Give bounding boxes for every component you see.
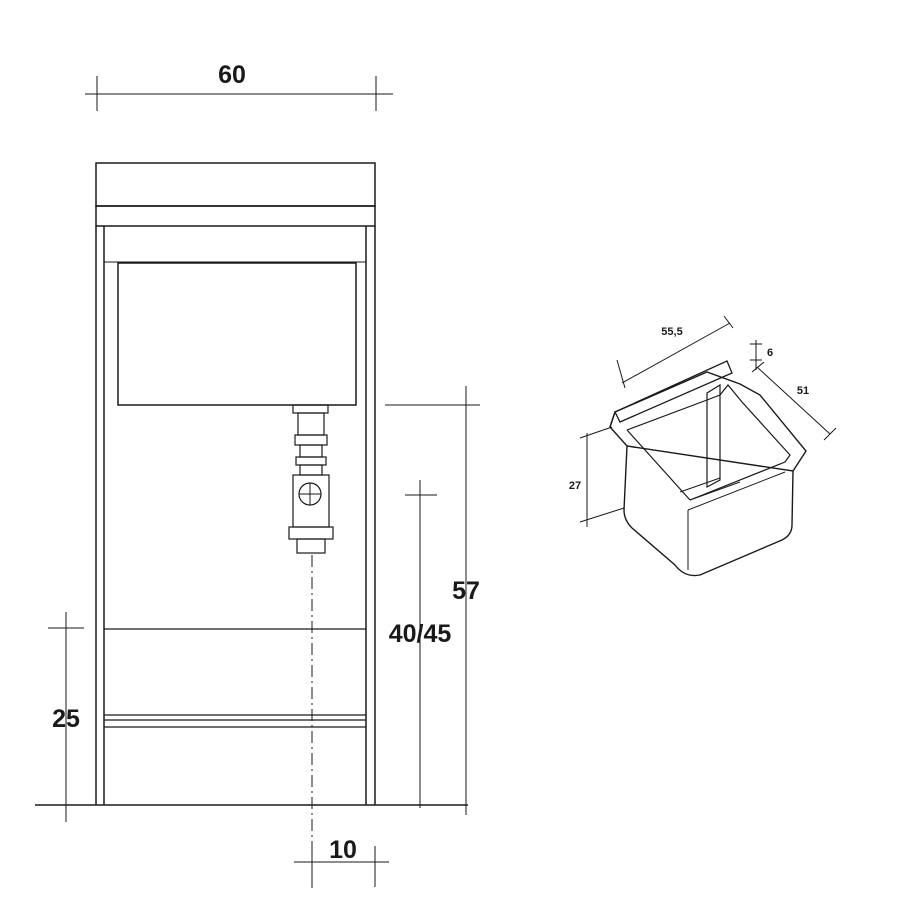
depth-label: 51 [797, 385, 809, 397]
siphon [288, 404, 334, 554]
total-height-dimension: 57 [385, 386, 480, 815]
basin-height-label: 27 [569, 480, 581, 492]
worktop-edge [95, 205, 376, 227]
width-dimension: 60 [85, 61, 393, 111]
splashback-dimension: 6 [750, 340, 773, 370]
drain-height-label: 40/45 [389, 620, 452, 648]
shelf-height-label: 25 [52, 705, 80, 733]
basin-divider [706, 383, 721, 489]
total-height-label: 57 [452, 577, 480, 605]
length-dimension: 55,5 [616, 315, 734, 389]
drain-offset-label: 10 [329, 836, 357, 864]
splashback [614, 360, 733, 423]
basin-height-dimension: 27 [569, 426, 625, 527]
drain-offset-dimension: 10 [294, 836, 389, 887]
depth-dimension: 51 [751, 361, 837, 441]
splashback-label: 6 [767, 347, 773, 359]
drain-height-dimension: 40/45 [389, 480, 452, 808]
right-leg [365, 226, 376, 805]
front-view: 60 [35, 61, 480, 888]
worktop [95, 162, 376, 207]
basin-front [117, 262, 357, 406]
width-label: 60 [218, 61, 246, 89]
basin-rim [609, 371, 807, 472]
length-label: 55,5 [661, 326, 682, 338]
left-leg [95, 226, 105, 805]
basin-body [623, 445, 794, 577]
basin-view: 55,5 6 51 27 [569, 315, 837, 577]
shelf-height-dimension: 25 [48, 612, 84, 822]
shelf [104, 714, 366, 728]
